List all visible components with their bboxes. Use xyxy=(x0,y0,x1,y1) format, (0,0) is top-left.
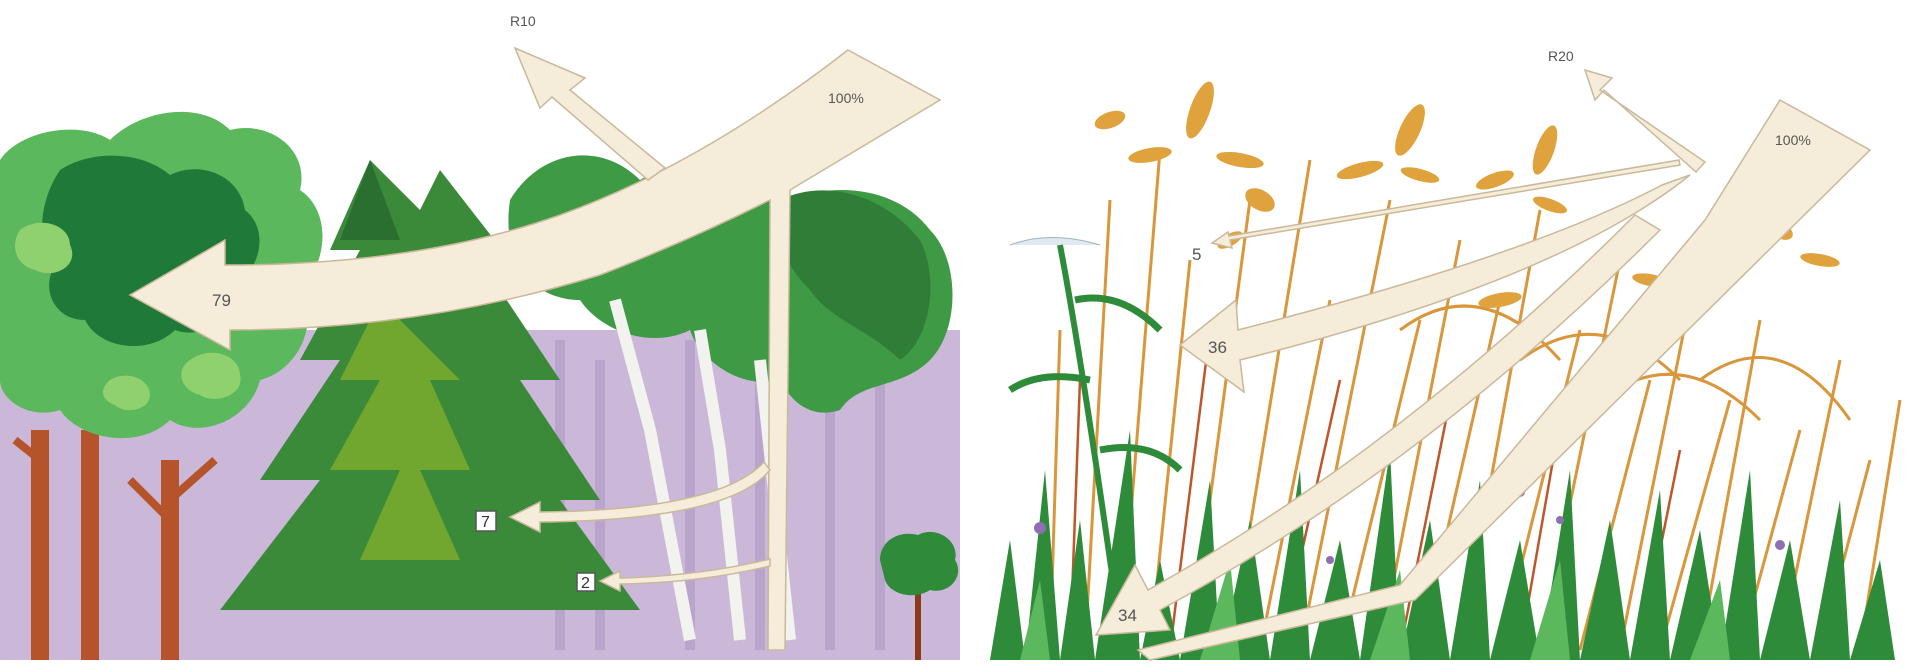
forest-understory-label: 7 xyxy=(481,514,490,531)
grassland-middle-label: 36 xyxy=(1208,338,1227,357)
grassland-incoming-label: 100% xyxy=(1775,132,1811,148)
forest-reflected-label: R10 xyxy=(510,13,536,29)
grassland-upper-label: 5 xyxy=(1192,245,1201,264)
forest-canopy-absorbed-label: 79 xyxy=(212,291,231,310)
grassland-panel: R20 100% 5 36 34 xyxy=(990,48,1900,660)
forest-ground-label: 2 xyxy=(581,575,590,592)
forest-incoming-label: 100% xyxy=(828,90,864,106)
forest-panel: R10 100% 79 7 2 xyxy=(0,13,960,660)
grassland-reflected-arrow xyxy=(1585,70,1705,172)
grassland-ground-label: 34 xyxy=(1118,606,1137,625)
grassland-reflected-label: R20 xyxy=(1548,48,1574,64)
grassland-upper-arrow xyxy=(1212,160,1680,248)
